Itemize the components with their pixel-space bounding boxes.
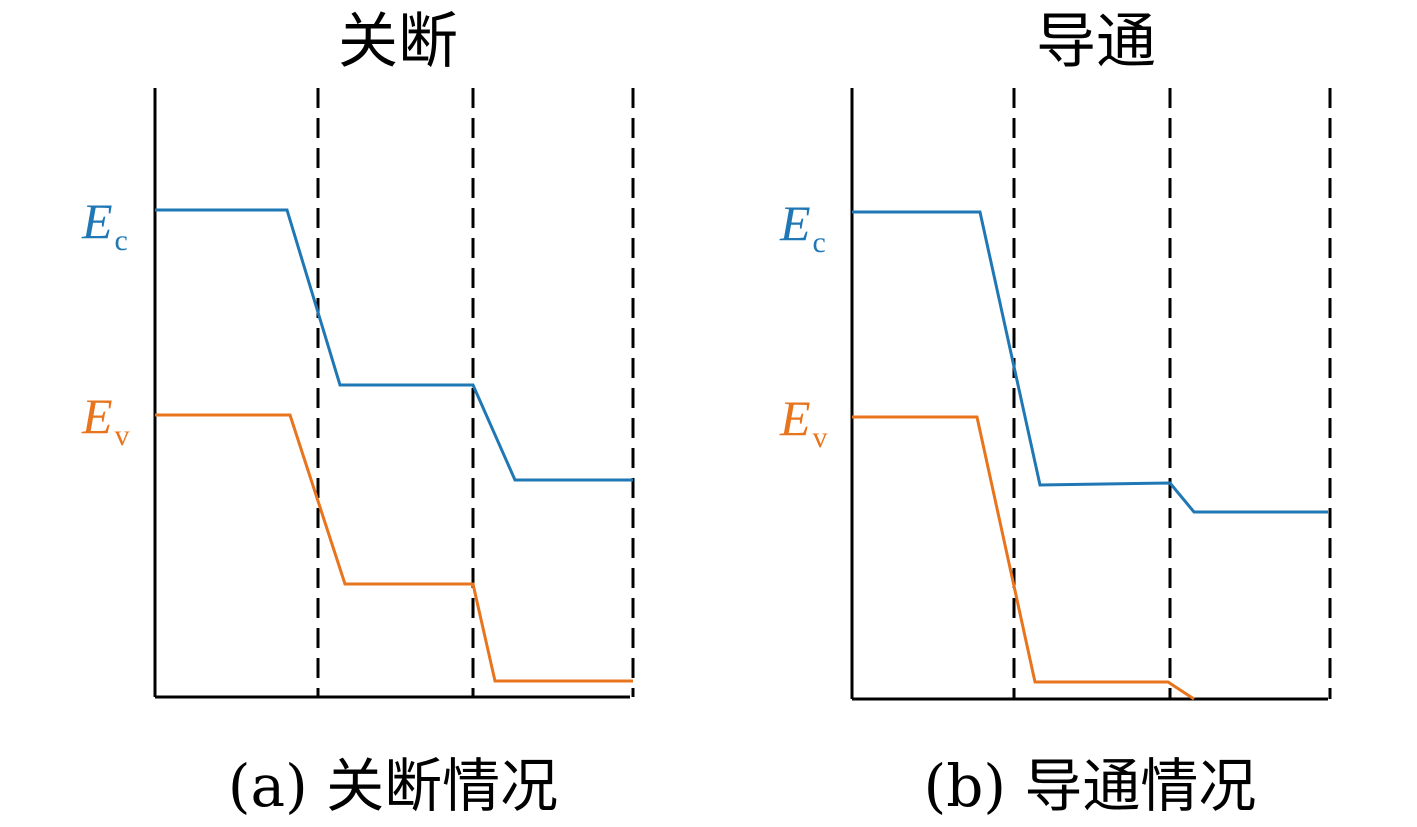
panel-a-ec-label-sub: c [115,224,128,257]
panel-b-ev-label: Ev [779,390,828,454]
panel-a-ec-line [155,208,633,482]
panel-a-title: 关断 [338,7,458,77]
panel-b-ev-line [852,415,1195,701]
panel-a-caption: (a) 关断情况 [228,752,558,820]
panel-b-ev-label-sub: v [813,421,828,454]
panel-a-ev-label-sub: v [115,419,130,452]
panel-a-ev-line [155,413,633,683]
panel-a: 关断 Ec Ev (a) 关断情况 [81,7,635,820]
panel-b-ec-label-sub: c [813,226,826,259]
panel-a-ec-label: Ec [81,193,128,257]
panel-b-ec-label-main: E [779,195,811,251]
panel-b-ev-label-main: E [779,390,811,446]
panel-a-ev-label: Ev [81,388,130,452]
panel-a-ev-label-main: E [81,388,113,444]
panel-b-caption: (b) 导通情况 [924,752,1257,820]
panel-b-title: 导通 [1036,7,1156,77]
panel-b: 导通 Ec Ev (b) 导通情况 [779,7,1332,820]
panel-b-ec-line [852,210,1328,514]
panel-b-ec-label: Ec [779,195,826,259]
panel-a-ec-label-main: E [81,193,113,249]
